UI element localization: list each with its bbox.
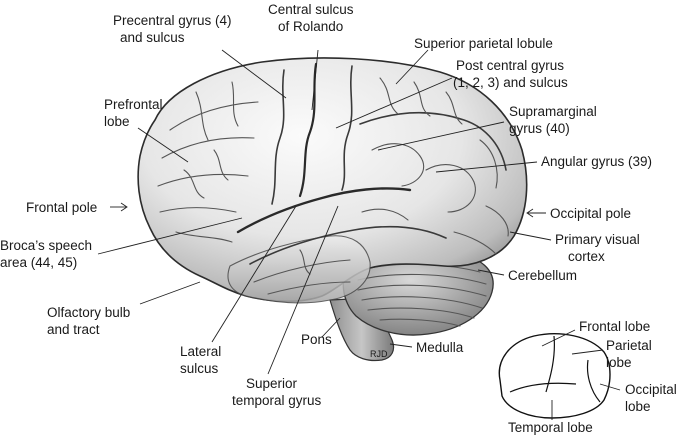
leader-cerebellum — [477, 269, 505, 276]
leader-medulla — [389, 343, 413, 348]
inset-brain-outline — [498, 333, 611, 419]
inset-occipital-divider — [586, 359, 601, 403]
leader-inset-occipital — [599, 383, 621, 391]
arrow-frontal-pole — [120, 202, 128, 212]
leader-supramarginal — [377, 121, 505, 151]
label-medulla: Medulla — [416, 340, 464, 355]
label-pons: Pons — [301, 332, 332, 347]
leader-lines — [97, 49, 552, 375]
label-inset-temporal: Temporal lobe — [508, 420, 593, 435]
leader-lateral-sulcus — [211, 205, 297, 343]
label-frontal-pole: Frontal pole — [26, 200, 97, 215]
leader-prefrontal — [137, 127, 189, 163]
inset-temporal-divider — [509, 382, 577, 393]
artist-initials: RJD — [370, 349, 388, 359]
leader-superior-parietal — [395, 49, 429, 85]
inset-frontal-divider — [545, 335, 555, 393]
leader-pons — [321, 317, 341, 338]
leader-olfactory — [139, 281, 201, 305]
leader-inset-parietal — [571, 349, 604, 355]
label-cerebellum: Cerebellum — [508, 268, 577, 283]
label-superior-parietal: Superior parietal lobule — [414, 36, 553, 51]
leader-broca — [97, 217, 243, 255]
leader-precentral — [221, 49, 287, 99]
leader-superior-temporal — [267, 205, 339, 375]
label-precentral: Precentral gyrus (4)and sulcus — [113, 13, 232, 45]
leader-inset-frontal — [541, 329, 576, 347]
labels: Precentral gyrus (4)and sulcus Central s… — [0, 2, 652, 408]
label-angular: Angular gyrus (39) — [541, 154, 652, 169]
label-occipital-pole: Occipital pole — [550, 206, 631, 221]
label-postcentral: Post central gyrus(1, 2, 3) and sulcus — [453, 58, 568, 90]
leader-central-sulcus — [311, 49, 319, 111]
leader-angular — [435, 161, 538, 173]
leader-primary-visual — [509, 231, 552, 241]
leader-postcentral — [335, 77, 453, 129]
arrow-occipital-pole — [526, 208, 534, 218]
label-inset-frontal: Frontal lobe — [579, 319, 650, 334]
